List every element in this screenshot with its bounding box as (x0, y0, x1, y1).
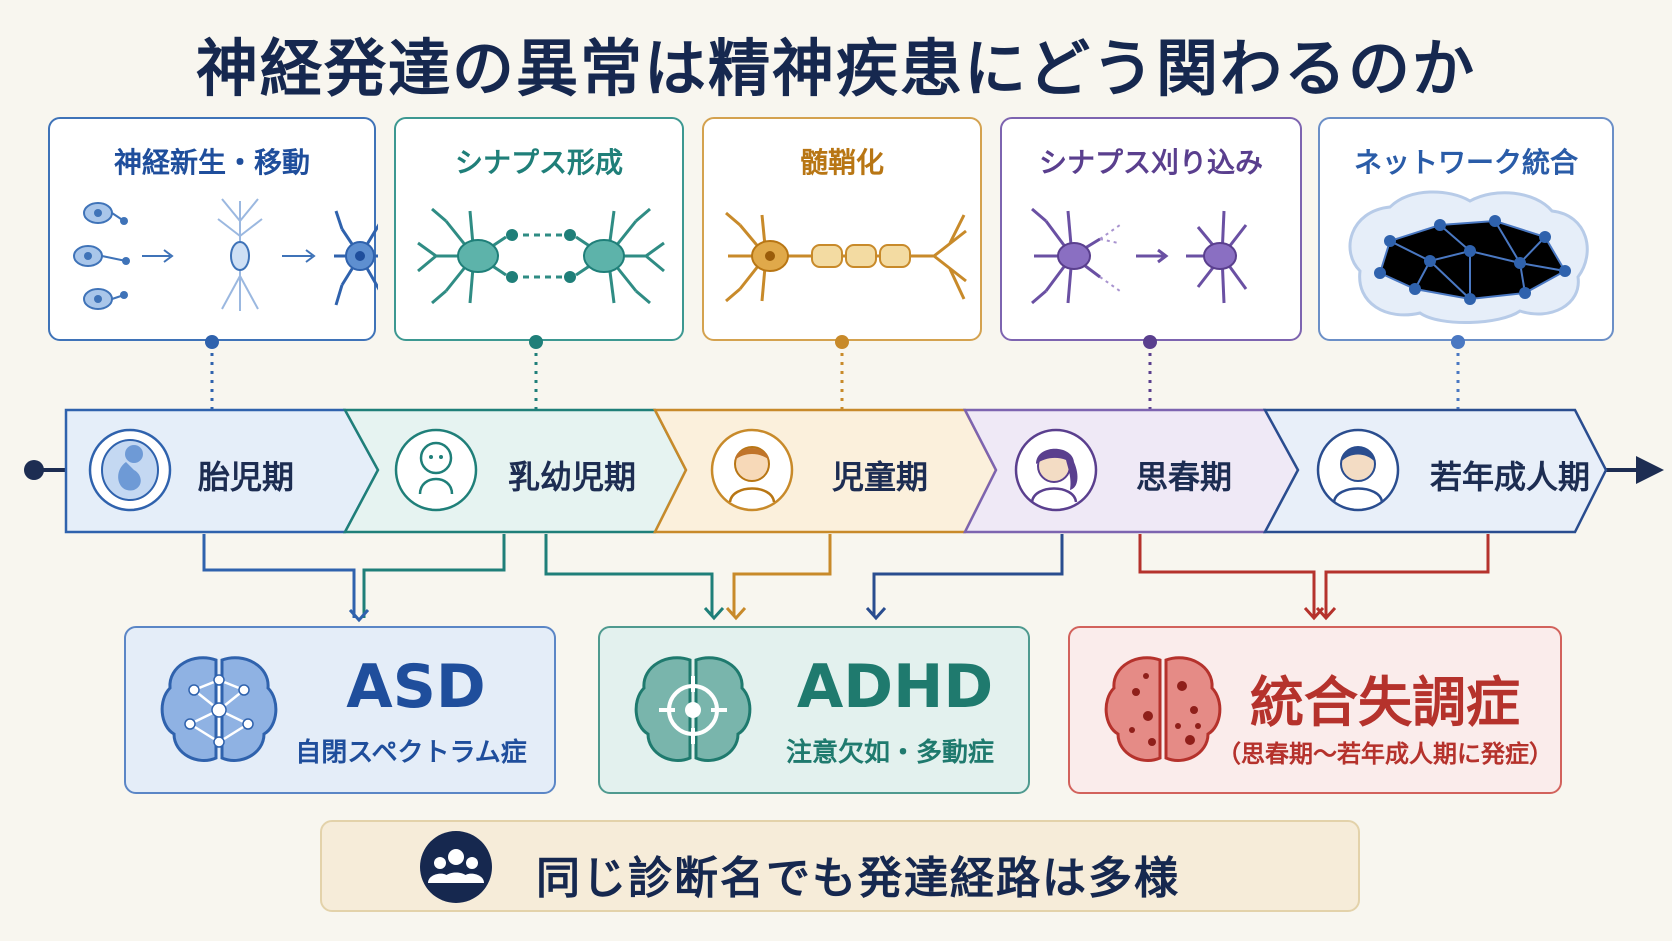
disorder-asd: ASD 自閉スペクトラム症 (124, 626, 556, 794)
stage-label: 髄鞘化 (799, 146, 884, 179)
disorder-adhd: ADHD 注意欠如・多動症 (598, 626, 1030, 794)
brain-lesion-icon (1104, 656, 1222, 762)
disorder-name: ASD (346, 652, 486, 722)
period-label-adolescence: 思春期 (1136, 458, 1233, 496)
disorder-name: ADHD (796, 652, 994, 722)
stage-label: ネットワーク統合 (1353, 146, 1578, 179)
stage-label: 神経新生・移動 (113, 146, 310, 179)
people-icon (420, 831, 492, 903)
stage-myelination: 髄鞘化 (702, 117, 982, 341)
footer-banner: 同じ診断名でも発達経路は多様 (320, 820, 1360, 912)
disorder-schizophrenia: 統合失調症 （思春期〜若年成人期に発症） (1068, 626, 1562, 794)
child-icon (710, 428, 794, 512)
stage-label: シナプス刈り込み (1038, 146, 1263, 179)
footer-text: 同じ診断名でも発達経路は多様 (536, 853, 1180, 904)
period-label-childhood: 児童期 (832, 458, 929, 496)
disorder-name: 統合失調症 (1250, 671, 1520, 734)
myelinated-neuron-icon (725, 211, 967, 303)
synaptic-pruning-icon (1031, 207, 1248, 305)
stage-network-integration: ネットワーク統合 (1318, 117, 1614, 341)
brain-target-icon (634, 656, 752, 762)
page-title: 神経発達の異常は精神疾患にどう関わるのか (195, 32, 1476, 105)
brain-network-integration-icon (1348, 190, 1589, 325)
disorder-subtitle: 注意欠如・多動症 (785, 738, 994, 768)
stage-synaptic-pruning: シナプス刈り込み (1000, 117, 1302, 341)
fetus-icon (88, 428, 172, 512)
period-label-young-adulthood: 若年成人期 (1430, 458, 1591, 496)
synapse-formation-icon (417, 207, 665, 305)
baby-icon (394, 428, 478, 512)
brain-network-icon (160, 656, 278, 762)
disorder-subtitle: （思春期〜若年成人期に発症） (1217, 740, 1553, 768)
young-adult-icon (1316, 428, 1400, 512)
stage-synaptogenesis: シナプス形成 (394, 117, 684, 341)
period-label-infancy: 乳幼児期 (508, 458, 637, 496)
adolescent-icon (1014, 428, 1098, 512)
stage-neurogenesis: 神経新生・移動 (48, 117, 378, 341)
stage-label: シナプス形成 (454, 146, 623, 179)
neuron-migration-icon (73, 198, 378, 311)
disorder-subtitle: 自閉スペクトラム症 (295, 738, 527, 768)
period-label-fetal: 胎児期 (198, 458, 295, 496)
